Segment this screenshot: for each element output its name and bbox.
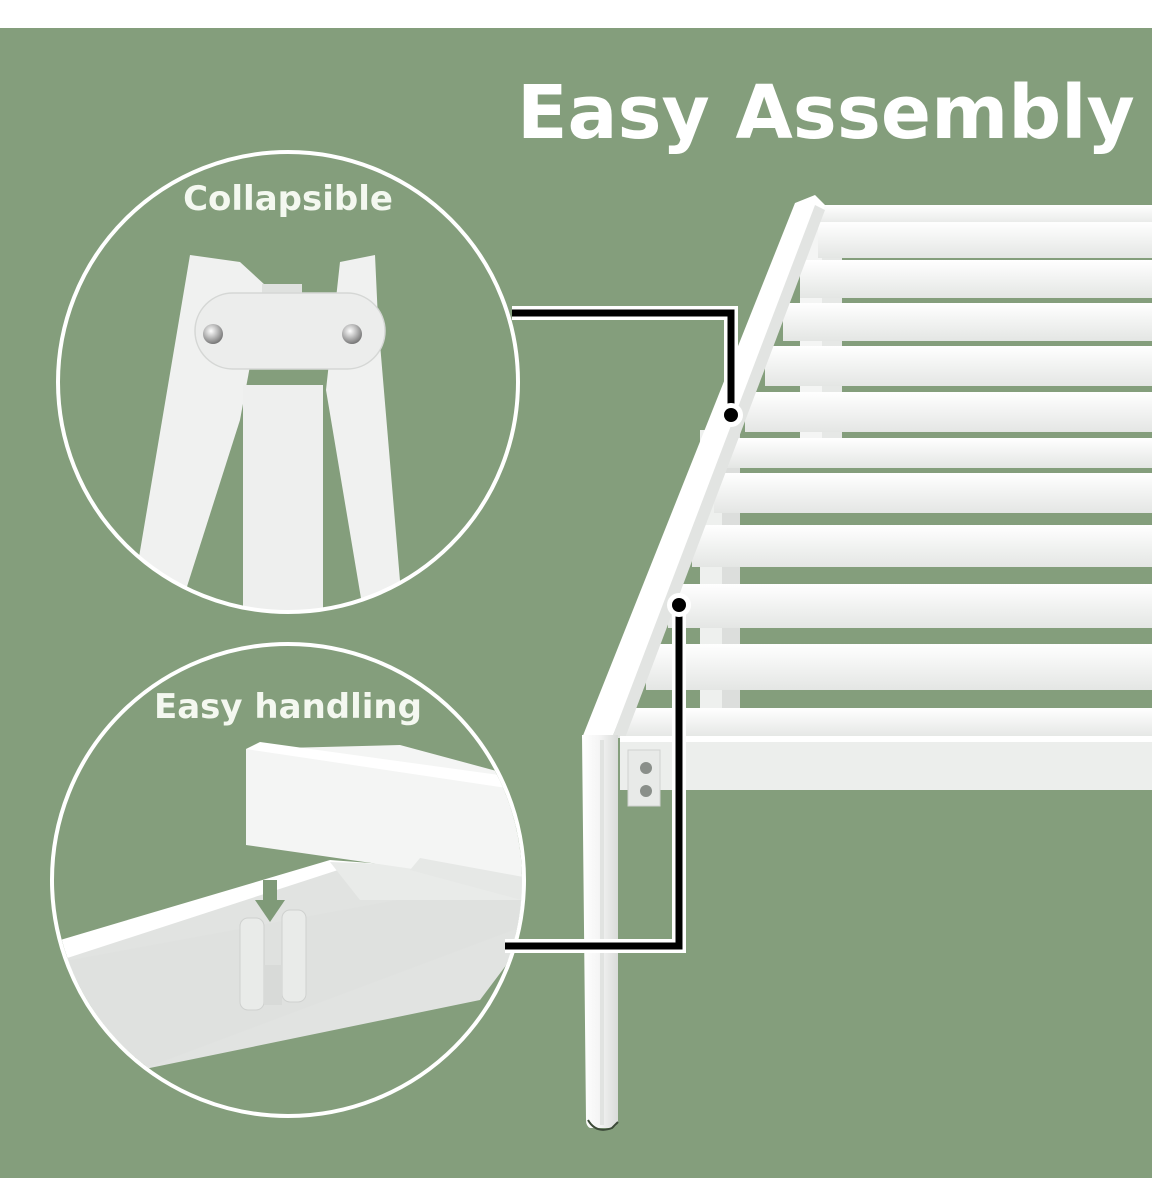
- hinge-plate: [194, 292, 386, 370]
- callout-collapsible: [56, 150, 520, 614]
- connector-dot-bottom: [672, 598, 686, 612]
- callout-easy-handling: [50, 642, 526, 1118]
- callout-label-collapsible: Collapsible: [183, 179, 393, 219]
- connector-top: [512, 306, 743, 427]
- circle-outline-bottom: [50, 642, 526, 1118]
- connector-bottom: [505, 593, 691, 953]
- arrow-down-icon: [255, 880, 285, 922]
- connector-dot-top: [724, 408, 738, 422]
- page-title: Easy Assembly: [517, 70, 1135, 156]
- callout-label-easy-handling: Easy handling: [154, 687, 422, 727]
- rivet-left: [203, 324, 223, 344]
- bed-frame: [582, 195, 1152, 1131]
- circle-outline-top: [56, 150, 520, 614]
- rivet-right: [342, 324, 362, 344]
- bed-slats: [620, 205, 1152, 738]
